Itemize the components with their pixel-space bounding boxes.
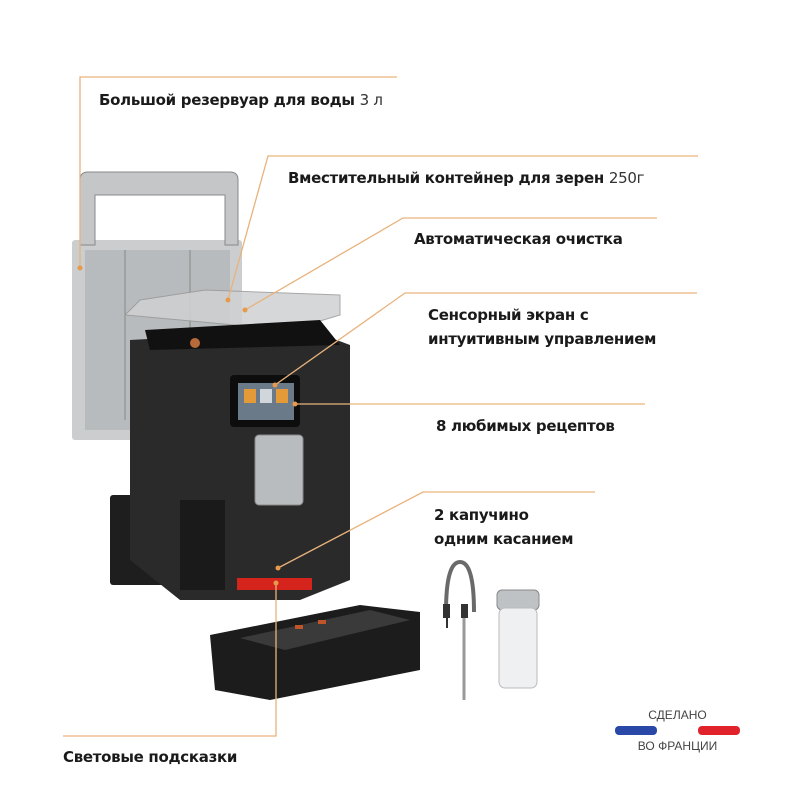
callout-value: 3 л — [359, 91, 383, 109]
leader-lines — [63, 76, 698, 737]
leader-dots — [77, 265, 298, 586]
callout-bean-container: Вместительный контейнер для зерен 250г — [288, 166, 644, 190]
coffee-machine — [110, 320, 420, 700]
callout-auto-cleaning: Автоматическая очистка — [414, 230, 623, 248]
callout-favorite-recipes: 8 любимых рецептов — [436, 417, 615, 435]
made-in-france-badge: СДЕЛАНО ВО ФРАНЦИИ — [615, 708, 741, 753]
callout-water-tank: Большой резервуар для воды 3 л — [99, 88, 383, 112]
milk-tube-accessory — [443, 559, 476, 700]
callout-touch-screen: Сенсорный экран с интуитивным управлением — [428, 303, 656, 351]
badge-top-text: СДЕЛАНО — [648, 708, 707, 722]
callout-line: 2 капучино — [434, 506, 529, 524]
badge-bottom-text: ВО ФРАНЦИИ — [637, 739, 718, 753]
callout-line: интуитивным управлением — [428, 330, 657, 348]
bean-container-lid — [123, 289, 341, 331]
france-flag-icon — [615, 726, 741, 735]
callout-light-hints: Световые подсказки — [63, 748, 238, 766]
milk-bottle-accessory — [496, 589, 540, 689]
callout-text: Вместительный контейнер для зерен — [288, 169, 604, 187]
callout-value: 250г — [608, 169, 645, 187]
callout-text: Большой резервуар для воды — [99, 91, 355, 109]
callout-line: одним касанием — [434, 530, 574, 548]
callout-line: Сенсорный экран с — [428, 306, 589, 324]
callout-cappuccino: 2 капучино одним касанием — [434, 503, 574, 551]
